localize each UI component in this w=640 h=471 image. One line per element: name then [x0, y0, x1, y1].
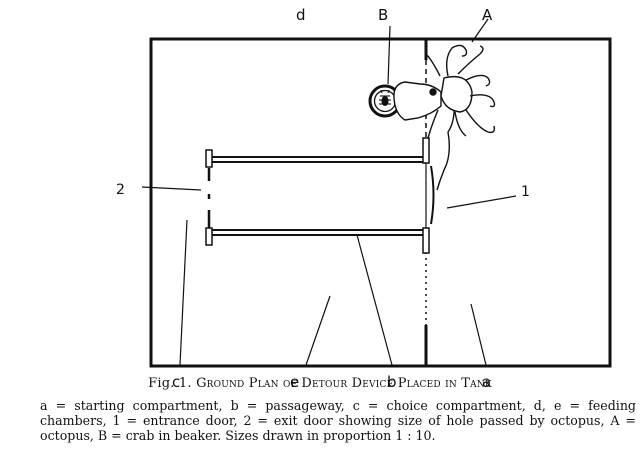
label-a: a	[482, 373, 491, 391]
passageway-walls	[205, 137, 430, 254]
label-c: c	[172, 373, 180, 391]
caption-prefix: Fig. 1.	[148, 376, 192, 391]
figure-legend: a = starting compartment, b = passageway…	[40, 398, 636, 443]
leader-lines	[141, 18, 517, 366]
label-e: e	[290, 373, 299, 391]
entrance-door	[425, 163, 435, 228]
label-b: b	[387, 373, 397, 391]
crab-icon	[379, 89, 391, 107]
label-B: B	[378, 6, 388, 24]
label-A: A	[482, 6, 493, 24]
caption-title: Ground Plan of Detour Device Placed in T…	[196, 376, 492, 391]
figure-caption: Fig. 1. Ground Plan of Detour Device Pla…	[0, 376, 640, 391]
tank-outline	[149, 37, 612, 368]
label-2: 2	[116, 182, 125, 198]
octopus-icon	[393, 44, 496, 191]
label-1: 1	[521, 184, 530, 200]
label-d: d	[296, 6, 306, 24]
